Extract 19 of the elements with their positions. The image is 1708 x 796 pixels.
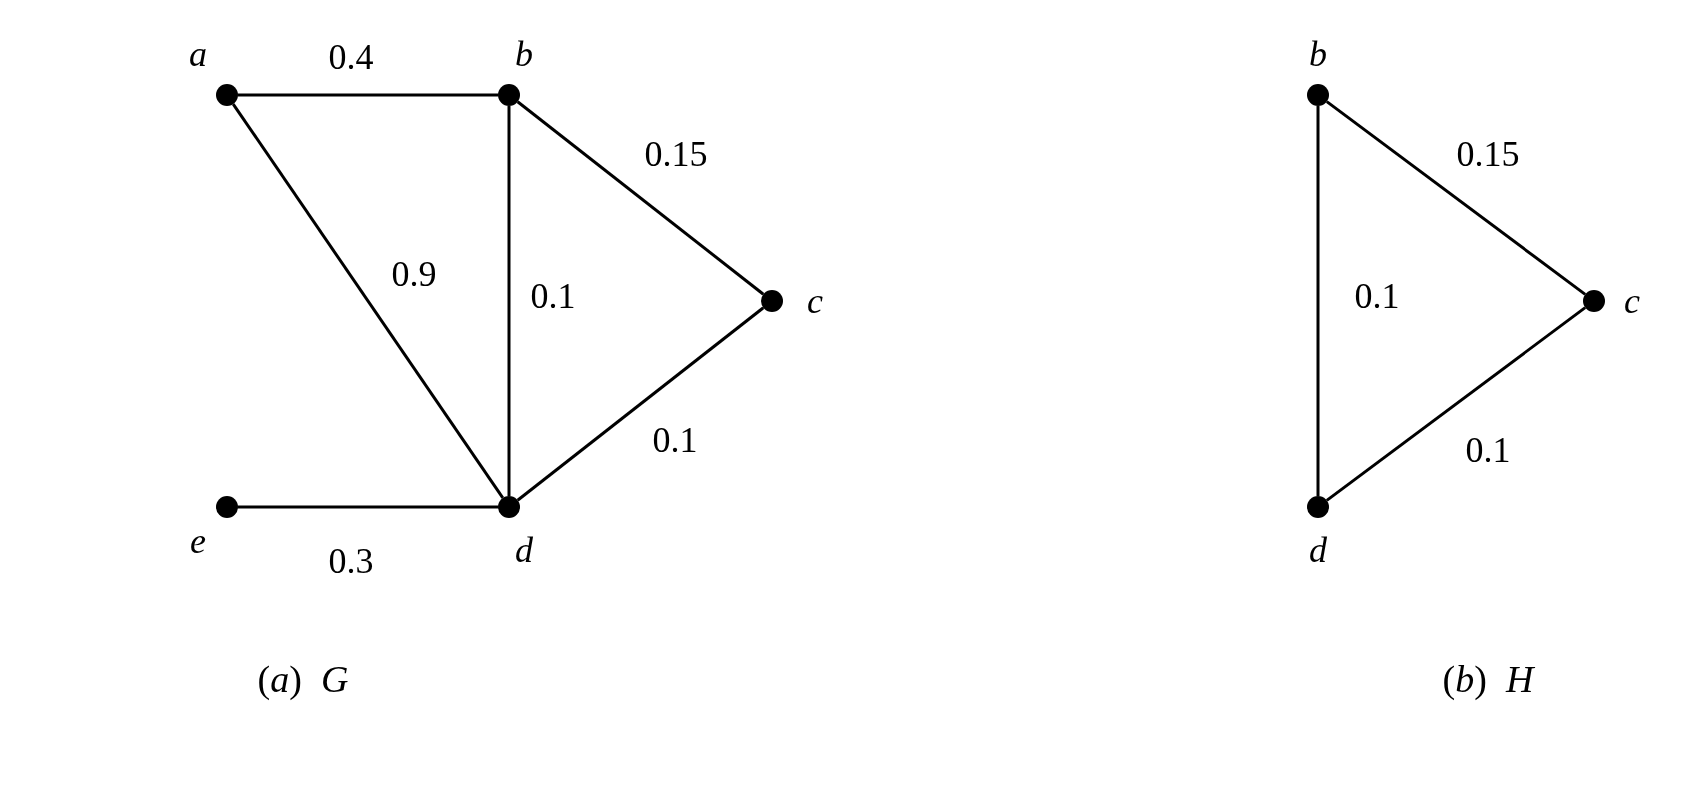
subfigure-caption: (b) H: [1442, 660, 1534, 698]
vertex-label: c: [1624, 283, 1640, 319]
graph-edge: [231, 103, 505, 499]
subfigure-caption: (a) G: [257, 660, 349, 698]
graph-edge: [238, 93, 498, 97]
graph-edge: [1316, 106, 1320, 496]
vertex-label: b: [1309, 36, 1327, 72]
graph-edge: [516, 100, 765, 296]
graph-edge: [507, 106, 511, 496]
graph-edge: [516, 306, 765, 502]
vertex-label: a: [189, 36, 207, 72]
vertex-label: b: [515, 36, 533, 72]
graph-edge: [1325, 100, 1587, 296]
vertex-label: e: [190, 523, 206, 559]
vertex-label: d: [515, 532, 533, 568]
vertex-label: d: [1309, 532, 1327, 568]
graph-edge: [1325, 306, 1587, 502]
graph-edge: [238, 505, 498, 509]
vertex-label: c: [807, 283, 823, 319]
